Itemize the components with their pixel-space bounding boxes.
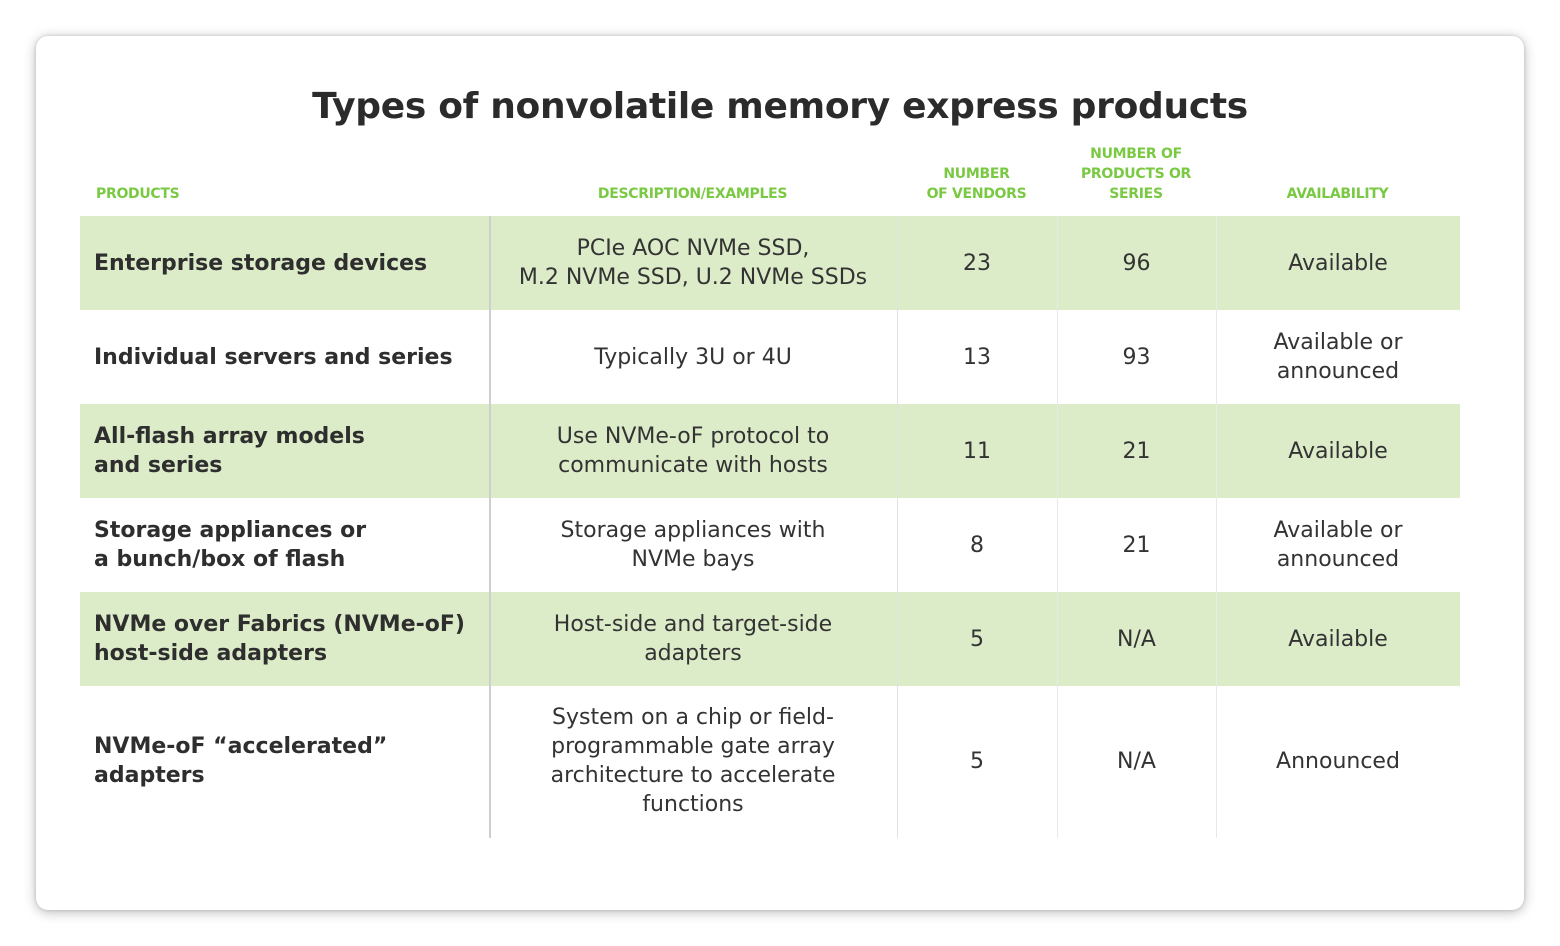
header-number-of-products: NUMBER OF PRODUCTS OR SERIES (1080, 146, 1192, 202)
vendors-cell: 13 (963, 344, 991, 370)
table-row: Individual servers and series Typically … (80, 310, 1460, 404)
availability-cell: Available or announced (1273, 330, 1403, 384)
header-availability: AVAILABILITY (1286, 186, 1389, 202)
table-header: PRODUCTS DESCRIPTION/EXAMPLES NUMBER OF … (80, 140, 1460, 216)
column-divider (1057, 216, 1058, 838)
table-row: NVMe-oF “accelerated” adapters System on… (80, 686, 1460, 836)
vendors-cell: 5 (970, 626, 984, 652)
availability-cell: Announced (1276, 748, 1400, 774)
product-cell: All-flash array models and series (94, 424, 365, 478)
description-cell: PCIe AOC NVMe SSD, M.2 NVMe SSD, U.2 NVM… (518, 236, 868, 290)
table-row: Storage appliances or a bunch/box of fla… (80, 498, 1460, 592)
header-products: PRODUCTS (96, 186, 180, 202)
column-divider (489, 216, 491, 838)
header-description: DESCRIPTION/EXAMPLES (597, 186, 788, 202)
table-row: All-flash array models and series Use NV… (80, 404, 1460, 498)
products-table: Enterprise storage devices PCIe AOC NVMe… (80, 216, 1460, 836)
product-cell: Individual servers and series (94, 344, 453, 370)
products-count-cell: N/A (1117, 626, 1156, 652)
products-count-cell: 21 (1122, 532, 1151, 558)
vendors-cell: 8 (970, 532, 984, 558)
page-title: Types of nonvolatile memory express prod… (312, 86, 1248, 127)
description-cell: Storage appliances with NVMe bays (560, 518, 826, 572)
products-count-cell: N/A (1117, 748, 1156, 774)
product-cell: NVMe over Fabrics (NVMe-oF) host-side ad… (94, 612, 465, 666)
availability-cell: Available (1288, 250, 1388, 276)
description-cell: Use NVMe-oF protocol to communicate with… (556, 424, 830, 478)
table-row: NVMe over Fabrics (NVMe-oF) host-side ad… (80, 592, 1460, 686)
products-count-cell: 96 (1122, 250, 1151, 276)
table-row: Enterprise storage devices PCIe AOC NVMe… (80, 216, 1460, 310)
vendors-cell: 23 (963, 250, 991, 276)
description-cell: System on a chip or field- programmable … (550, 705, 836, 817)
products-count-cell: 93 (1122, 344, 1151, 370)
description-cell: Typically 3U or 4U (594, 344, 792, 370)
header-number-of-vendors: NUMBER OF VENDORS (926, 166, 1027, 202)
availability-cell: Available or announced (1273, 518, 1403, 572)
product-cell: NVMe-oF “accelerated” adapters (94, 734, 388, 788)
column-divider (897, 216, 898, 838)
product-cell: Enterprise storage devices (94, 250, 428, 276)
vendors-cell: 11 (963, 438, 991, 464)
column-divider (1216, 216, 1217, 838)
vendors-cell: 5 (970, 748, 984, 774)
availability-cell: Available (1288, 626, 1388, 652)
description-cell: Host-side and target-side adapters (553, 612, 833, 666)
availability-cell: Available (1288, 438, 1388, 464)
products-count-cell: 21 (1122, 438, 1151, 464)
product-cell: Storage appliances or a bunch/box of fla… (94, 518, 367, 572)
